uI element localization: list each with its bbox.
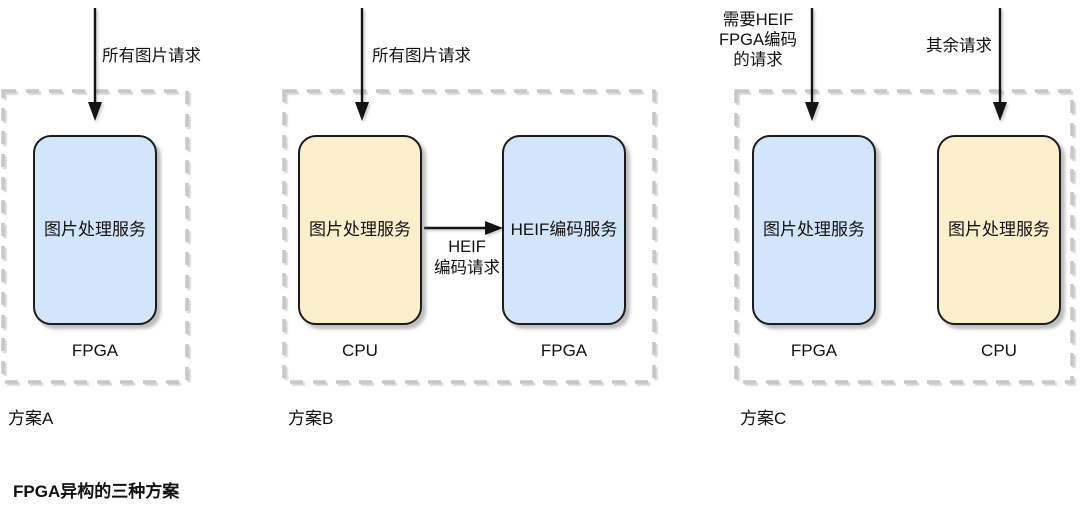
diagram-caption: FPGA异构的三种方案 — [13, 482, 180, 501]
plan-b-boundary — [282, 89, 656, 384]
node-plan-a-image-service: 图片处理服务 — [33, 135, 157, 325]
plan-b-platform-label-cpu: CPU — [342, 341, 378, 360]
plan-b-incoming-arrow — [355, 8, 369, 121]
plan-a-title: 方案A — [8, 409, 54, 428]
plan-a-platform-label: FPGA — [71, 341, 119, 360]
plan-c-title: 方案C — [740, 409, 787, 428]
plan-c-flow-label-heif: 需要HEIF FPGA编码 的请求 — [719, 11, 797, 69]
plan-b-title: 方案B — [288, 409, 334, 428]
plan-b-heif-edge-label: HEIF 编码请求 — [434, 238, 500, 277]
plan-a-flow-label: 所有图片请求 — [102, 47, 201, 65]
node-plan-b-image-service: 图片处理服务 — [298, 135, 422, 325]
plan-c-incoming-arrow-fpga — [805, 8, 819, 121]
plan-c-incoming-arrow-cpu — [993, 8, 1007, 121]
node-plan-c-image-service-cpu: 图片处理服务 — [937, 135, 1061, 325]
plan-a-incoming-arrow — [88, 8, 102, 121]
plan-b-platform-label-fpga: FPGA — [540, 341, 588, 360]
plan-c-platform-label-cpu: CPU — [981, 341, 1017, 360]
node-plan-b-heif-encode-service: HEIF编码服务 — [502, 135, 626, 325]
plan-b-heif-edge-arrow — [424, 221, 503, 235]
plan-c-platform-label-fpga: FPGA — [790, 341, 838, 360]
plan-b-flow-label: 所有图片请求 — [372, 47, 471, 65]
plan-c-boundary — [734, 89, 1074, 384]
node-plan-c-image-service-fpga: 图片处理服务 — [752, 135, 876, 325]
plan-c-flow-label-rest: 其余请求 — [926, 37, 992, 55]
